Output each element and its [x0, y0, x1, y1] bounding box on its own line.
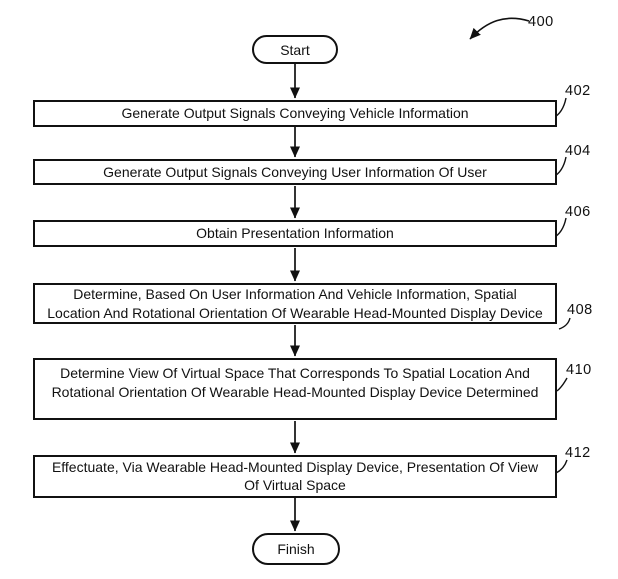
step-text: Rotational Orientation Of Wearable Head-… — [51, 383, 539, 400]
finish-terminal: Finish — [252, 533, 340, 565]
step-text: Effectuate, Via Wearable Head-Mounted Di… — [51, 459, 539, 475]
step-box-406: Obtain Presentation Information — [33, 220, 557, 247]
step-box-410: Determine View Of Virtual Space That Cor… — [33, 358, 557, 420]
start-terminal: Start — [252, 35, 338, 64]
ref-label-402: 402 — [565, 83, 591, 99]
ref-label-412: 412 — [565, 445, 591, 461]
ref-label-404: 404 — [565, 143, 591, 159]
step-box-402: Generate Output Signals Conveying Vehicl… — [33, 100, 557, 127]
ref-label-410: 410 — [566, 362, 592, 378]
step-box-412: Effectuate, Via Wearable Head-Mounted Di… — [33, 455, 557, 498]
step-text: Determine, Based On User Information And… — [73, 286, 517, 302]
step-text: Determine View Of Virtual Space That Cor… — [60, 365, 530, 381]
step-text: Generate Output Signals Conveying Vehicl… — [121, 105, 469, 122]
step-text: Obtain Presentation Information — [196, 225, 394, 242]
start-label: Start — [280, 41, 310, 58]
figure-ref-arrow — [469, 17, 530, 40]
finish-label: Finish — [277, 541, 315, 557]
leader-curve-412 — [555, 459, 568, 474]
figure-ref-label: 400 — [528, 14, 554, 30]
step-text: Location And Rotational Orientation Of W… — [47, 304, 543, 321]
ref-label-406: 406 — [565, 204, 591, 220]
step-box-408: Determine, Based On User Information And… — [33, 283, 557, 324]
leader-curve-410 — [556, 377, 568, 392]
step-box-404: Generate Output Signals Conveying User I… — [33, 159, 557, 185]
step-text: Of Virtual Space — [244, 476, 346, 493]
leader-curve-408 — [558, 317, 571, 330]
ref-label-408: 408 — [567, 302, 593, 318]
step-text: Generate Output Signals Conveying User I… — [103, 163, 487, 180]
